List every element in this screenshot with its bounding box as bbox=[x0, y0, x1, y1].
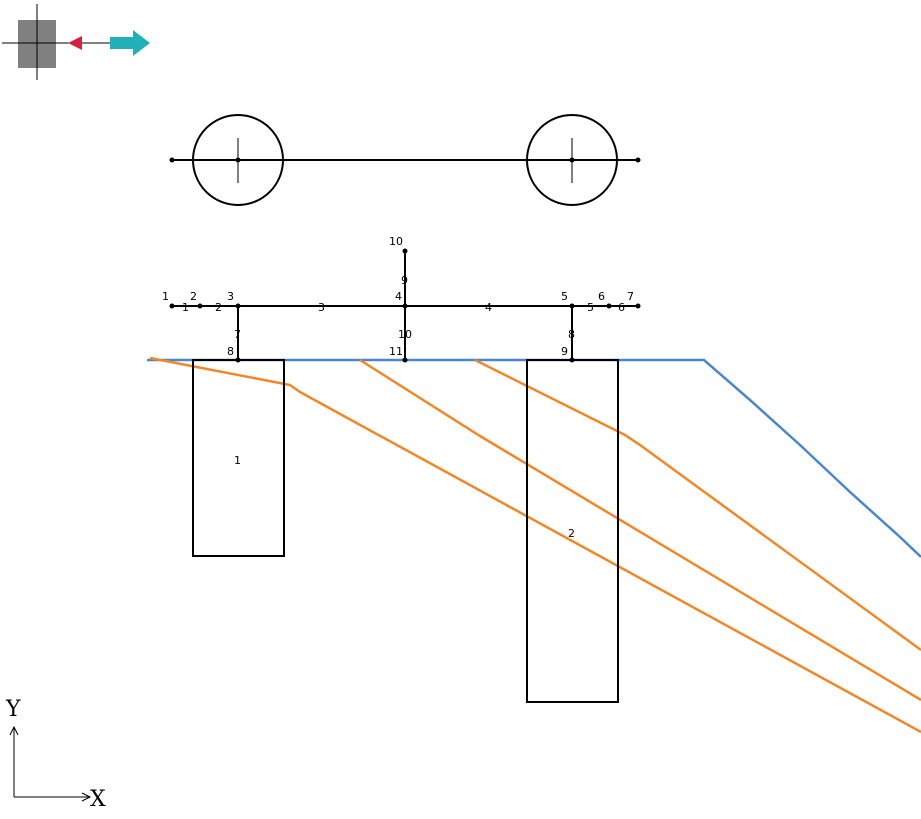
plan-center-node-left bbox=[235, 157, 241, 163]
footing-label-right: 2 bbox=[568, 527, 575, 540]
element-label: 3 bbox=[318, 301, 325, 314]
node-label: 10 bbox=[389, 235, 403, 248]
element-label: 6 bbox=[618, 301, 625, 314]
node-label: 5 bbox=[561, 290, 568, 303]
node-label: 2 bbox=[190, 290, 197, 303]
node[interactable] bbox=[635, 303, 641, 309]
node[interactable] bbox=[606, 303, 612, 309]
plan-end-node-right bbox=[635, 157, 641, 163]
view-gizmo[interactable] bbox=[2, 4, 150, 80]
element-label: 7 bbox=[234, 328, 241, 341]
element-label: 5 bbox=[587, 301, 594, 314]
soil-layer-line-1[interactable] bbox=[149, 356, 921, 734]
y-axis-label: Y bbox=[5, 697, 21, 722]
plan-view bbox=[169, 114, 641, 206]
node-label: 6 bbox=[598, 290, 605, 303]
frame-elevation: 1 2 3 4 5 6 7 1 2 3 4 5 6 10 9 7 10 8 8 … bbox=[162, 235, 641, 363]
node[interactable] bbox=[569, 357, 575, 363]
node[interactable] bbox=[197, 303, 203, 309]
node[interactable] bbox=[402, 248, 408, 254]
plan-end-node-left bbox=[169, 157, 175, 163]
arrow-right-icon[interactable] bbox=[110, 30, 150, 56]
node[interactable] bbox=[169, 303, 175, 309]
node[interactable] bbox=[402, 357, 408, 363]
plan-footing-circle-left[interactable] bbox=[192, 114, 284, 206]
element-label: 9 bbox=[401, 274, 408, 287]
node-label: 1 bbox=[162, 290, 169, 303]
node-label: 11 bbox=[389, 345, 403, 358]
y-axis-arrow-icon bbox=[9, 725, 19, 736]
node-label: 8 bbox=[227, 345, 234, 358]
node-label: 9 bbox=[561, 345, 568, 358]
node[interactable] bbox=[569, 303, 575, 309]
element-label: 8 bbox=[568, 328, 575, 341]
footing-label-left: 1 bbox=[234, 454, 241, 467]
element-label: 10 bbox=[398, 328, 412, 341]
plan-center-node-right bbox=[569, 157, 575, 163]
node[interactable] bbox=[235, 357, 241, 363]
soil-layer-line-2[interactable] bbox=[359, 358, 921, 702]
axis-indicator: Y X bbox=[5, 697, 106, 812]
node-label: 4 bbox=[395, 290, 402, 303]
plan-footing-circle-right[interactable] bbox=[526, 114, 618, 206]
node[interactable] bbox=[402, 303, 408, 309]
node-label: 3 bbox=[227, 290, 234, 303]
node[interactable] bbox=[235, 303, 241, 309]
element-label: 1 bbox=[182, 301, 189, 314]
ground-profile bbox=[147, 356, 921, 734]
soil-layer-line-3[interactable] bbox=[474, 358, 921, 652]
x-axis-arrow-icon bbox=[81, 792, 92, 802]
element-label: 4 bbox=[485, 301, 492, 314]
node-label: 7 bbox=[627, 290, 634, 303]
arrow-left-icon[interactable] bbox=[68, 36, 82, 50]
element-label: 2 bbox=[215, 301, 222, 314]
x-axis-label: X bbox=[90, 787, 106, 812]
ground-surface-line[interactable] bbox=[147, 358, 921, 558]
